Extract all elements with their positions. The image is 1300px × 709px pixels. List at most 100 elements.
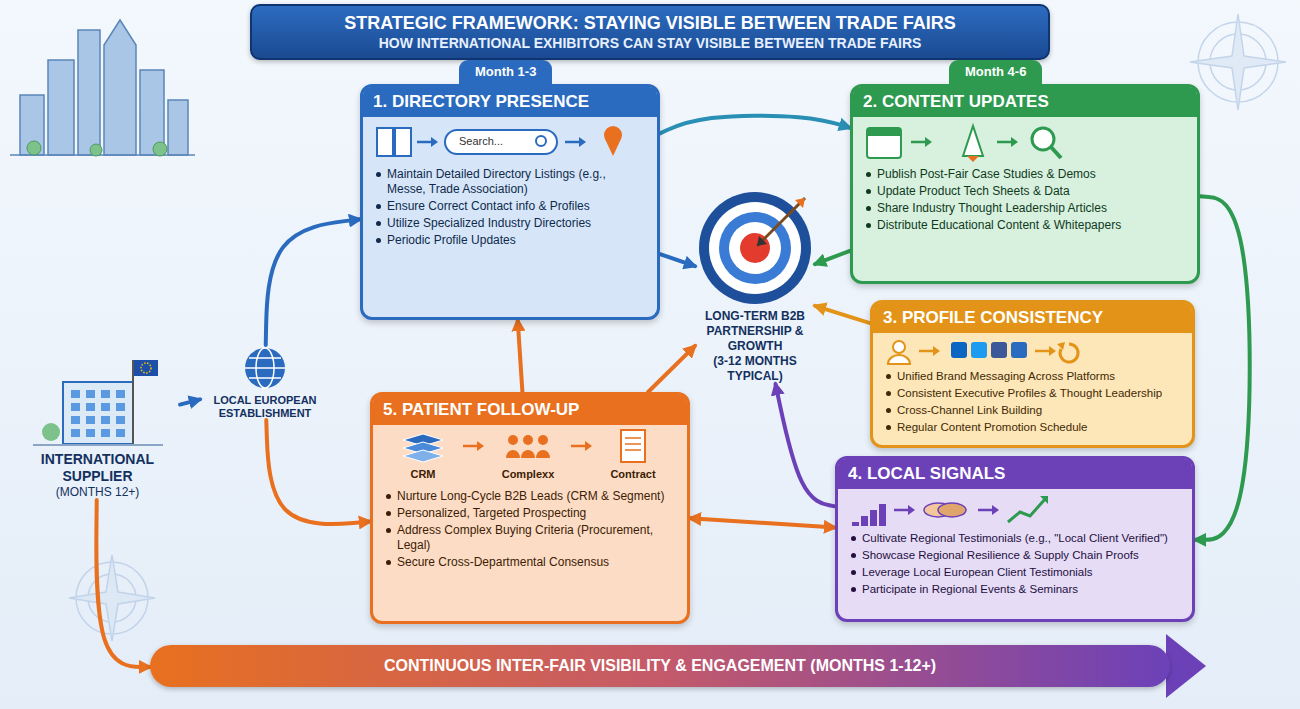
svg-rect [852,522,859,526]
icon-node: INTERNATIONAL SUPPLIER(MONTHS 12+) [15,352,180,500]
svg-rect [48,60,74,155]
svg-rect [20,95,44,155]
icon-strip [883,336,1182,366]
svg-rect [63,382,133,444]
bullet-item: Secure Cross-Departmental Consensus [383,555,677,570]
band-arrow-tip [1166,634,1206,698]
svg-rect [86,416,95,424]
svg-path [69,555,155,641]
connector-arrow [1195,196,1250,539]
svg-rect [861,516,868,526]
svg-path [967,156,979,162]
cityscape [10,20,195,155]
svg-circle [245,348,285,388]
node-label: CONTINUOUS INTER-FAIR VISIBILITY & ENGAG… [368,656,952,676]
svg-path [888,355,910,364]
icon-art [373,120,673,164]
svg-rect [71,390,80,398]
icon-art [863,120,1163,164]
svg-path [536,450,550,458]
svg-path [919,350,935,353]
bullet-item: Personalized, Targeted Prospecting [383,506,677,521]
svg-path [757,236,767,246]
svg-circle [42,423,60,441]
bullet-item: Update Product Tech Sheets & Data [863,184,1187,199]
icon-node: LOCAL EUROPEAN ESTABLISHMENT [200,345,330,420]
svg-path [894,509,910,512]
box-heading: 3. PROFILE CONSISTENCY [873,303,1192,333]
connector-arrow [518,320,523,392]
svg-rect [71,403,80,411]
svg-path [1008,498,1046,522]
icon-caption: Search... [459,135,503,148]
svg-rect [867,128,901,136]
svg-path [1051,147,1061,158]
node-label: LOCAL EUROPEAN ESTABLISHMENT [200,394,330,420]
svg-rect [78,30,100,155]
svg-path [377,128,411,156]
node-label: (3-12 MONTHS TYPICAL) [695,354,815,384]
svg-path [625,437,641,439]
icon-caption: Complexx [488,468,568,481]
svg-rect [991,342,1007,358]
svg-rect [168,100,188,155]
svg-circle [699,192,811,304]
svg-rect [101,403,110,411]
svg-rect [101,429,110,437]
svg-rect [86,429,95,437]
svg-path [1049,346,1056,356]
svg-rect [86,390,95,398]
svg-circle [153,142,167,156]
svg-circle [508,435,518,445]
svg-path [104,20,136,155]
svg-rect [445,130,557,154]
svg-path [605,139,621,156]
bullet-item: Leverage Local European Client Testimoni… [848,565,1182,580]
connector-arrow [180,399,200,404]
bullet-item: Cultivate Regional Testimonials (e.g., "… [848,531,1182,546]
connector-arrow [775,384,835,506]
svg-rect [951,342,967,358]
svg-path [417,141,433,144]
icon-art [848,492,1148,528]
svg-rect [134,360,158,376]
icon-row [852,496,1048,526]
svg-rect [867,128,901,158]
svg-rect [116,390,125,398]
connector-arrow [815,306,870,323]
bullet-item: Periodic Profile Updates [373,233,647,248]
svg-path [963,126,983,156]
svg-path [997,141,1013,144]
icon-row [403,430,645,462]
building-icon [33,352,163,448]
svg-path [463,445,479,448]
svg-path [565,141,581,144]
svg-circle [536,136,546,146]
svg-path [132,360,134,444]
svg-path [1190,14,1286,110]
bullet-item: Unified Brand Messaging Across Platforms [883,369,1182,384]
svg-path [33,444,163,446]
bullet-item: Showcase Regional Resilience & Supply Ch… [848,548,1182,563]
icon-strip [848,492,1182,528]
svg-path [911,141,927,144]
svg-path [585,441,592,451]
step-box: 5. PATIENT FOLLOW-UPCRMComplexxContractN… [370,392,690,624]
node-label: INTERNATIONAL SUPPLIER [15,451,180,485]
bullet-item: Publish Post-Fair Case Studies & Demos [863,167,1187,182]
svg-path [1011,137,1018,147]
connector-arrow [96,500,150,667]
svg-path [978,509,994,512]
svg-path [431,137,438,147]
svg-path [625,449,641,451]
title-banner: STRATEGIC FRAMEWORK: STAYING VISIBLE BET… [250,4,1050,60]
step-box: Month 4-62. CONTENT UPDATESPublish Post-… [850,84,1200,284]
bullet-item: Cross-Channel Link Building [883,403,1182,418]
svg-rect [971,342,987,358]
box-heading: 1. DIRECTORY PRESENCE [363,87,657,117]
svg-path [521,450,535,458]
svg-path [795,198,805,208]
bullet-item: Maintain Detailed Directory Listings (e.… [373,167,647,197]
connector-arrow [266,219,360,345]
